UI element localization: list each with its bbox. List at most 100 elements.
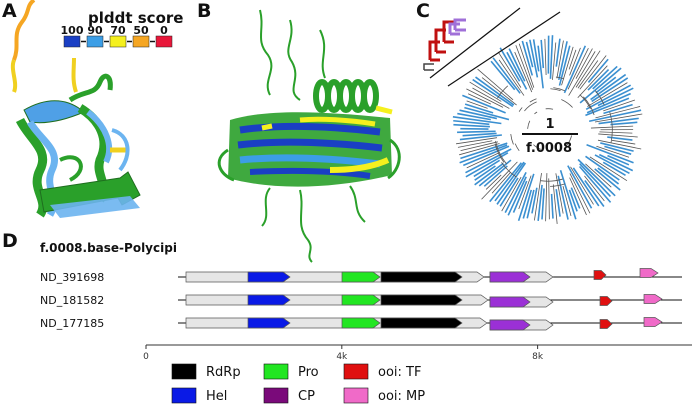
tree-arc [501, 162, 517, 178]
plddt-tick-label: 90 [87, 24, 103, 37]
tree-branch [597, 167, 620, 185]
tree-arc [555, 76, 565, 80]
tree-branch [478, 159, 512, 187]
tree-branch [552, 184, 558, 225]
legend-swatch [171, 363, 197, 380]
tree-arc [533, 144, 542, 150]
tree-branch [498, 59, 525, 96]
plddt-swatch [155, 35, 173, 48]
tree-branch [465, 152, 509, 178]
axis-tick-label: 0 [143, 352, 149, 362]
tree-branch [607, 154, 630, 166]
tree-arc [518, 107, 523, 112]
tree-branch [558, 41, 568, 81]
domain-hel [247, 317, 291, 329]
domain-pro [341, 317, 381, 329]
tree-branch [455, 137, 498, 145]
domain-cp [489, 319, 531, 331]
tree-branch [457, 112, 491, 121]
tree-branch [467, 93, 492, 105]
tree-branch [555, 38, 561, 67]
tree-arc [553, 87, 566, 92]
tree-branch [611, 139, 636, 145]
tree-branch [569, 47, 581, 76]
tree-branch [575, 50, 601, 88]
tree-branch [531, 187, 538, 214]
genome-row-label: ND_177185 [40, 317, 104, 330]
tree-branch [518, 43, 535, 88]
legend-label: RdRp [206, 365, 241, 380]
tree-branch [466, 152, 500, 169]
family-label: f.0008 [526, 141, 572, 156]
tree-scale-bar: 1 f.0008 [522, 117, 578, 156]
tree-arc [595, 90, 605, 106]
tree-branch [521, 40, 534, 76]
tree-branch [459, 134, 502, 141]
tree-arc [529, 98, 537, 103]
tree-branch [568, 51, 596, 96]
tree-branch [474, 162, 504, 186]
tree-branch [603, 99, 636, 112]
tree-arc [579, 94, 591, 110]
tree-branch [489, 162, 522, 203]
legend-swatch [263, 387, 289, 404]
genome-row: ND_177185 [40, 317, 682, 331]
tree-branch [587, 69, 610, 91]
tree-branch [453, 119, 490, 126]
tree-branch [459, 144, 508, 164]
genome-row: ND_391698 [40, 268, 682, 284]
legend-swatch [171, 387, 197, 404]
tree-branch [567, 165, 593, 209]
tree-branch [477, 68, 514, 101]
tree-branch [586, 92, 631, 114]
tree-branch [515, 45, 534, 90]
tree-branch [604, 145, 632, 155]
scale-bar-label: 1 [545, 117, 554, 132]
domain-ooi-tf [599, 296, 613, 306]
genome-title: f.0008.base-Polycipi [40, 241, 177, 255]
domain-rdrp [380, 294, 463, 306]
tree-branch [540, 39, 545, 69]
tree-branch [545, 173, 548, 222]
tree-branch [594, 154, 630, 174]
tree-branch [578, 165, 612, 203]
domain-cp [489, 296, 531, 308]
tree-arc [514, 143, 520, 152]
tree-branch [462, 94, 506, 114]
tree-branch [475, 76, 515, 106]
tree-branch [597, 87, 634, 107]
structure-a-tail [12, 0, 36, 61]
tree-branch [594, 113, 643, 123]
tree-branch [457, 130, 496, 134]
tree-branch [499, 47, 521, 82]
tree-branch [595, 76, 617, 94]
tree-branch [526, 189, 535, 219]
tree-branch [491, 172, 511, 194]
tree-branch [602, 161, 626, 177]
tree-branch [466, 88, 504, 108]
legend-label: Hel [206, 389, 227, 404]
tree-branch [473, 159, 501, 178]
tree-branch [517, 173, 535, 221]
tree-branch [589, 156, 628, 181]
tree-branch [584, 180, 605, 207]
tree-branch [512, 180, 528, 213]
legend-label: ooi: MP [378, 389, 425, 404]
plddt-swatch [109, 35, 127, 48]
tree-branch [588, 109, 642, 123]
tree-branch [522, 189, 533, 219]
domain-hel [247, 271, 291, 283]
tree-branch [504, 172, 527, 214]
tree-branch [591, 77, 629, 103]
tree-branch [459, 109, 498, 120]
tree-branch [594, 168, 621, 191]
domain-cp [489, 271, 531, 283]
tree-branch [567, 47, 589, 90]
tree-branch [465, 148, 512, 174]
tree-branch [550, 193, 554, 219]
tree-arc [494, 143, 505, 163]
tree-branch [501, 176, 522, 212]
tree-branch [610, 121, 638, 126]
tree-branch [548, 178, 550, 220]
